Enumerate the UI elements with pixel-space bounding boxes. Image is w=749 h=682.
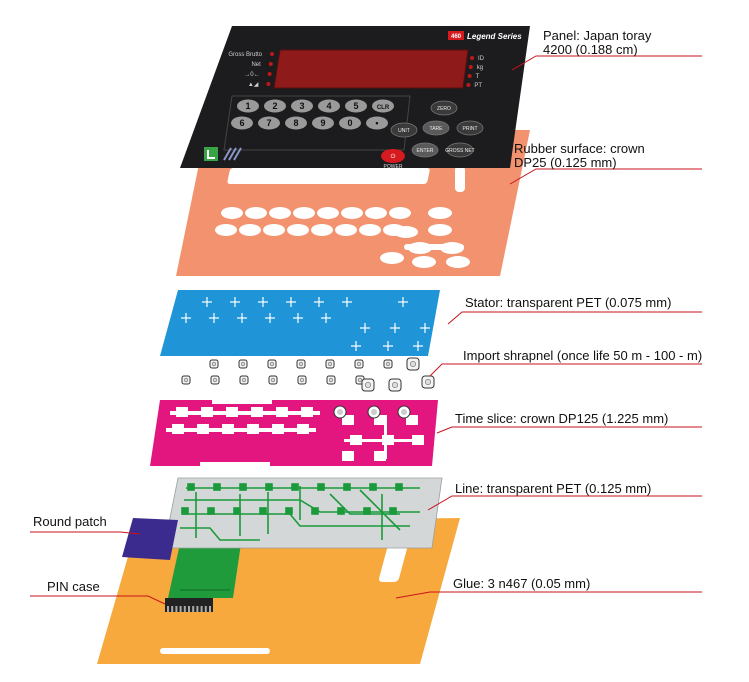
svg-text:1: 1: [245, 101, 250, 111]
panel-key[interactable]: •: [366, 116, 388, 130]
label-line: Line: transparent PET (0.125 mm): [455, 481, 652, 496]
label-pin-case: PIN case: [47, 579, 100, 594]
label-rubber-line2: DP25 (0.125 mm): [514, 155, 617, 170]
svg-text:3: 3: [299, 101, 304, 111]
function-key[interactable]: TARE: [422, 120, 450, 136]
svg-text:7: 7: [266, 118, 271, 128]
svg-text:9: 9: [320, 118, 325, 128]
panel-key[interactable]: 5: [345, 99, 367, 113]
shrapnel-dome: [239, 375, 249, 385]
shrapnel-dome: [297, 375, 307, 385]
label-round-patch: Round patch: [33, 514, 107, 529]
svg-text:CLR: CLR: [377, 105, 390, 111]
shrapnel-dome: [421, 375, 435, 389]
shrapnel-dome: [296, 359, 306, 369]
pin-case-connector: [165, 598, 213, 612]
right-indicator-label: ID: [478, 56, 485, 62]
function-key[interactable]: ZERO: [430, 100, 458, 116]
shrapnel-dome: [406, 357, 420, 371]
right-indicator-label: kg: [477, 65, 483, 71]
panel-key[interactable]: 3: [291, 99, 313, 113]
left-indicator-label: Net: [251, 62, 261, 68]
svg-text:4: 4: [326, 101, 331, 111]
label-glue: Glue: 3 n467 (0.05 mm): [453, 576, 591, 591]
shrapnel-dome: [268, 375, 278, 385]
right-indicator-label: T: [476, 74, 480, 80]
panel-key[interactable]: 9: [312, 116, 334, 130]
svg-text:5: 5: [353, 101, 358, 111]
shrapnel-dome: [354, 359, 364, 369]
panel-key[interactable]: 8: [285, 116, 307, 130]
shrapnel-dome: [325, 359, 335, 369]
label-panel-line2: 4200 (0.188 cm): [543, 42, 638, 57]
svg-text:GROSS NET: GROSS NET: [445, 148, 474, 154]
svg-text:ZERO: ZERO: [437, 106, 451, 112]
panel-key[interactable]: 7: [258, 116, 280, 130]
label-panel-line1: Panel: Japan toray: [543, 28, 652, 43]
shrapnel-dome: [267, 359, 277, 369]
function-key[interactable]: GROSS NET: [445, 142, 475, 158]
svg-text:0: 0: [347, 118, 352, 128]
round-patch: [122, 518, 178, 560]
panel-key[interactable]: 4: [318, 99, 340, 113]
leader-lines: [30, 55, 702, 605]
shrapnel-dome: [181, 375, 191, 385]
label-shrapnel: Import shrapnel (once life 50 m - 100 - …: [463, 348, 703, 363]
line-layer: [163, 477, 443, 549]
left-indicator-label: ▲◢: [248, 82, 259, 88]
right-indicator-label: PT: [474, 83, 482, 89]
shrapnel-dome: [388, 378, 402, 392]
panel-key[interactable]: 1: [237, 99, 259, 113]
left-indicator-label: →0←: [244, 72, 259, 78]
svg-text:6: 6: [239, 118, 244, 128]
shrapnel-dome: [238, 359, 248, 369]
svg-text:PRINT: PRINT: [463, 126, 478, 132]
svg-text:TARE: TARE: [430, 126, 444, 132]
panel-key[interactable]: CLR: [372, 99, 394, 113]
function-key[interactable]: ENTER: [411, 142, 439, 158]
shrapnel-dome: [210, 375, 220, 385]
label-rubber-line1: Rubber surface: crown: [514, 141, 645, 156]
svg-text:•: •: [375, 118, 378, 128]
svg-text:8: 8: [293, 118, 298, 128]
panel-model: 460: [451, 34, 462, 40]
time-slice-layer: [150, 398, 438, 467]
label-stator: Stator: transparent PET (0.075 mm): [465, 295, 672, 310]
svg-text:UNIT: UNIT: [398, 128, 410, 134]
panel-key[interactable]: 6: [231, 116, 253, 130]
shrapnel-dome: [361, 378, 375, 392]
power-label: POWER: [384, 164, 403, 170]
function-key[interactable]: PRINT: [456, 120, 484, 136]
shrapnel-dome: [209, 359, 219, 369]
svg-text:2: 2: [272, 101, 277, 111]
panel-key[interactable]: 0: [339, 116, 361, 130]
stator-layer: [160, 290, 440, 356]
shrapnel-domes: [181, 357, 435, 392]
shrapnel-dome: [326, 375, 336, 385]
svg-text:ENTER: ENTER: [417, 148, 434, 154]
panel-brand: Legend Series: [467, 32, 522, 41]
svg-text:⏻: ⏻: [391, 153, 396, 160]
function-key[interactable]: UNIT: [390, 122, 418, 138]
label-time-slice: Time slice: crown DP125 (1.225 mm): [455, 411, 669, 426]
shrapnel-dome: [383, 359, 393, 369]
panel-key[interactable]: 2: [264, 99, 286, 113]
left-indicator-label: Gross Brutto: [228, 52, 262, 58]
